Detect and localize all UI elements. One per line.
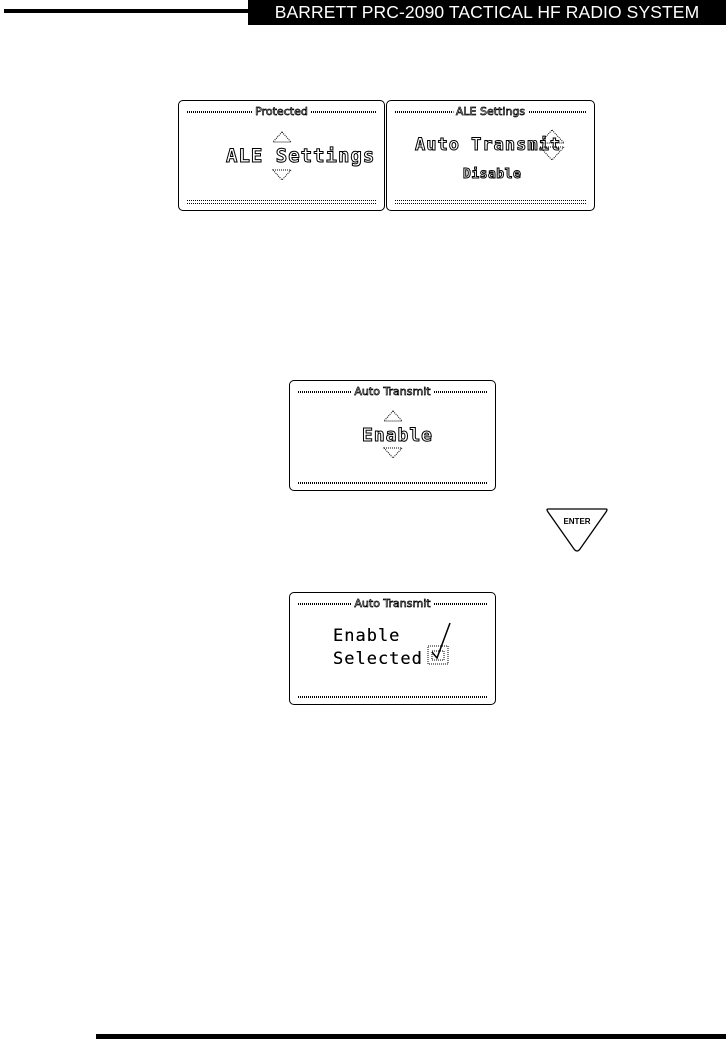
scroll-down-icon (272, 169, 292, 181)
footer-rule (96, 1034, 726, 1039)
checkbox-checked-icon (425, 621, 455, 671)
up-down-arrows-icon (537, 129, 567, 161)
scroll-down-icon (383, 447, 403, 459)
lcd-line-1: Enable (333, 626, 400, 646)
lcd-title: ALE Settings (453, 105, 528, 118)
header-rule (4, 9, 248, 13)
lcd-title-bar: Protected (187, 105, 376, 119)
scroll-up-icon (272, 131, 292, 143)
lcd-screen-auto-transmit-enable: Auto Transmit Enable (289, 380, 496, 491)
lcd-title-bar: Auto Transmit (298, 385, 487, 399)
lcd-bottom-bar (298, 482, 487, 484)
lcd-main-text: ALE Settings (226, 145, 375, 167)
lcd-screen-enable-selected: Auto Transmit Enable Selected (289, 592, 496, 705)
enter-key-shape (544, 505, 610, 553)
lcd-line-2: Selected (333, 649, 423, 669)
lcd-bottom-bar (187, 200, 376, 204)
enter-key[interactable]: ENTER (544, 505, 610, 553)
lcd-title-bar: ALE Settings (395, 105, 586, 119)
lcd-title-bar: Auto Transmit (298, 597, 487, 611)
lcd-main-text: Enable (362, 425, 433, 446)
lcd-bottom-bar (298, 696, 487, 698)
lcd-screen-protected: Protected ALE Settings (178, 100, 385, 211)
lcd-title: Protected (252, 105, 311, 118)
page-header: BARRETT PRC-2090 TACTICAL HF RADIO SYSTE… (248, 0, 726, 25)
lcd-sub-text: Disable (463, 167, 521, 182)
lcd-title: Auto Transmit (351, 385, 433, 398)
lcd-screen-ale-settings: ALE Settings Auto Transmit Disable (386, 100, 595, 211)
enter-key-label: ENTER (544, 517, 610, 526)
scroll-up-icon (383, 410, 403, 422)
lcd-title: Auto Transmit (351, 597, 433, 610)
lcd-bottom-bar (395, 200, 586, 204)
